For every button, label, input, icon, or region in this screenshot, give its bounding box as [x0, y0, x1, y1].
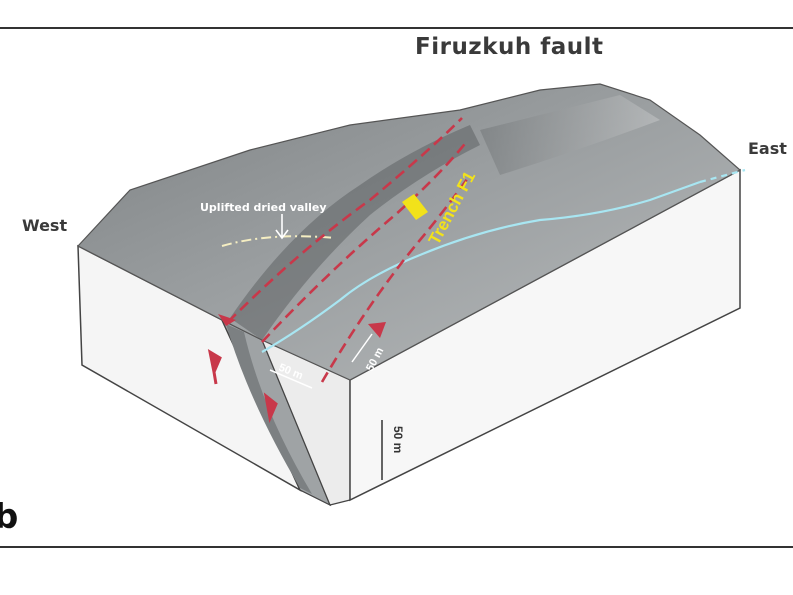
- fault-arrow-mid: [368, 322, 386, 338]
- fault-sliver-shade: [226, 324, 312, 494]
- fault-line-3: [320, 174, 472, 383]
- scale-bar-front: [269, 369, 313, 389]
- figure-title: Firuzkuh fault: [415, 34, 604, 60]
- fault-arrow-up: [207, 348, 222, 385]
- scale-bar-mid: [351, 333, 373, 363]
- stream-dashed-segment: [699, 168, 746, 184]
- panel-letter: b: [0, 497, 19, 537]
- ridge-highlight: [480, 95, 660, 175]
- frame-bottom-line: [0, 546, 793, 548]
- fault-line-2: [261, 139, 470, 343]
- fault-arrow-top: [218, 314, 236, 326]
- fault-scarp-shading: [230, 125, 480, 340]
- scale-label-vertical: 50 m: [391, 426, 405, 453]
- frame-top-line: [0, 27, 793, 29]
- label-west: West: [22, 216, 68, 235]
- trench-marker: [402, 194, 428, 220]
- stream-line: [261, 180, 701, 353]
- valley-arrow: [275, 214, 289, 240]
- fault-line-1: [227, 117, 463, 323]
- label-east: East: [748, 139, 787, 158]
- label-uplifted-valley: Uplifted dried valley: [200, 201, 327, 214]
- fault-arrow-down: [263, 392, 278, 424]
